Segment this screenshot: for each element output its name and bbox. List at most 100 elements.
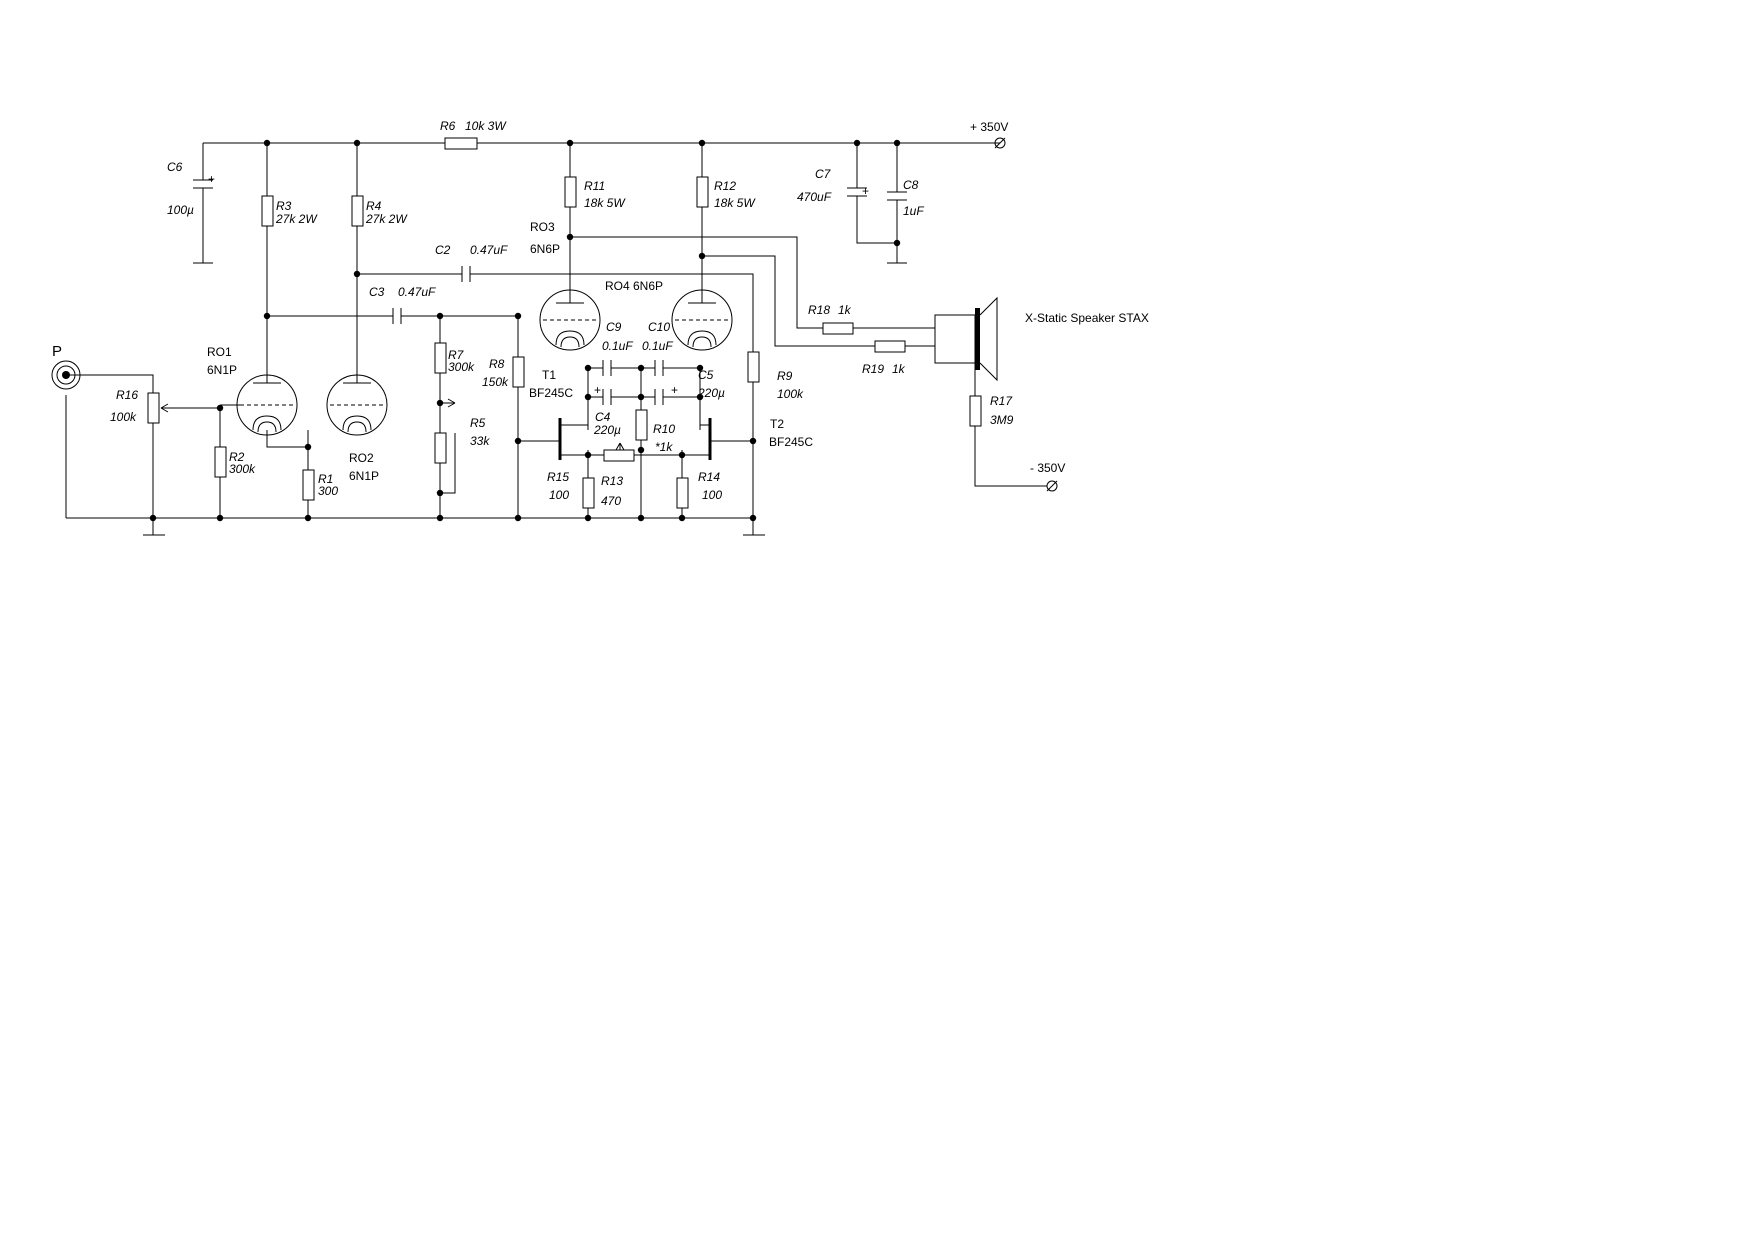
- resistor-r16: [147, 392, 160, 424]
- resistor-r13: [603, 449, 635, 462]
- label-c7: C7: [815, 167, 832, 181]
- transistor-t2: [682, 418, 733, 460]
- label-r5: R5: [470, 416, 486, 430]
- label-p: P: [52, 343, 62, 360]
- label-t1: T1: [542, 368, 556, 382]
- label-r16: R16: [116, 388, 138, 402]
- label-r1-value: 300: [318, 484, 338, 498]
- resistor-r19: [874, 340, 906, 353]
- label-r6-value: 10k 3W: [465, 119, 507, 133]
- resistor-r2: [214, 446, 227, 478]
- label-c6-value: 100µ: [167, 203, 194, 217]
- label-c4-plus: +: [594, 383, 601, 397]
- resistor-r7: [434, 342, 447, 374]
- resistor-r8: [512, 356, 525, 388]
- resistor-r9: [747, 351, 760, 383]
- label-c8-value: 1uF: [903, 204, 924, 218]
- label-r14-value: 100: [702, 488, 722, 502]
- label-t2-type: BF245C: [769, 435, 813, 449]
- label-c4: C4: [595, 410, 611, 424]
- label-r17: R17: [990, 394, 1013, 408]
- label-ro2-type: 6N1P: [349, 469, 379, 483]
- label-r2: R2: [229, 450, 245, 464]
- label-minus-350v: - 350V: [1030, 461, 1065, 475]
- label-c10: C10: [648, 320, 670, 334]
- label-c10-value: 0.1uF: [642, 339, 673, 353]
- resistor-r14: [676, 477, 689, 509]
- label-r13: R13: [601, 474, 623, 488]
- label-c8: C8: [903, 178, 919, 192]
- label-c6-plus: +: [208, 172, 215, 186]
- resistor-r6: [444, 137, 478, 150]
- resistor-r18: [822, 322, 854, 335]
- label-c5-value: 220µ: [697, 386, 725, 400]
- label-r5-value: 33k: [470, 434, 490, 448]
- label-r19: R19: [862, 362, 884, 376]
- resistor-r11: [564, 176, 577, 208]
- label-ro3-type: 6N6P: [530, 242, 560, 256]
- resistor-r4: [351, 195, 364, 227]
- label-r7: R7: [448, 348, 465, 362]
- label-r14: R14: [698, 470, 720, 484]
- resistor-r1: [302, 469, 315, 501]
- label-speaker: X-Static Speaker STAX: [1025, 311, 1149, 325]
- label-r12-value: 18k 5W: [714, 196, 756, 210]
- label-c5: C5: [698, 368, 714, 382]
- electrostatic-speaker: [934, 296, 998, 382]
- label-c4-value: 220µ: [593, 423, 621, 437]
- label-c3-value: 0.47uF: [398, 285, 436, 299]
- terminals: [994, 137, 1058, 492]
- label-ro2: RO2: [349, 451, 374, 465]
- resistor-r15: [582, 477, 595, 509]
- label-c5-plus: +: [671, 383, 678, 397]
- resistor-r17: [969, 395, 982, 427]
- label-r7-value: 300k: [448, 360, 475, 374]
- resistor-r5: [434, 432, 447, 464]
- label-t1-type: BF245C: [529, 386, 573, 400]
- resistor-r12: [696, 176, 709, 208]
- label-c7-plus: +: [862, 184, 869, 198]
- label-ro3: RO3: [530, 220, 555, 234]
- label-r8: R8: [489, 357, 505, 371]
- label-r4: R4: [366, 199, 382, 213]
- label-r18-value: 1k: [838, 303, 852, 317]
- label-ro4: RO4 6N6P: [605, 279, 663, 293]
- label-c9-value: 0.1uF: [602, 339, 633, 353]
- label-ro1: RO1: [207, 345, 232, 359]
- label-c2-value: 0.47uF: [470, 243, 508, 257]
- label-r10: R10: [653, 422, 675, 436]
- label-c9: C9: [606, 320, 622, 334]
- label-r18: R18: [808, 303, 830, 317]
- label-r4-value: 27k 2W: [365, 212, 408, 226]
- component-labels: C6 100µ R3 27k 2W R4 27k 2W R6 10k 3W R1…: [52, 119, 1149, 508]
- tube-ro2: [326, 374, 388, 436]
- label-r6: R6: [440, 119, 456, 133]
- label-r15: R15: [547, 470, 569, 484]
- label-r9: R9: [777, 369, 793, 383]
- capacitors: [193, 179, 907, 405]
- label-r11-value: 18k 5W: [584, 196, 626, 210]
- label-plus-350v: + 350V: [970, 120, 1008, 134]
- resistors: [147, 137, 982, 509]
- label-r8-value: 150k: [482, 375, 509, 389]
- label-r10-value: *1k: [655, 440, 673, 454]
- label-r1: R1: [318, 472, 333, 486]
- label-c3: C3: [369, 285, 385, 299]
- label-c2: C2: [435, 243, 451, 257]
- label-t2: T2: [770, 417, 784, 431]
- tube-ro1: [236, 374, 298, 436]
- label-r9-value: 100k: [777, 387, 804, 401]
- tube-ro4: [671, 289, 733, 351]
- label-r13-value: 470: [601, 494, 621, 508]
- label-c7-value: 470uF: [797, 190, 832, 204]
- vacuum-tubes: [236, 289, 733, 436]
- label-r16-value: 100k: [110, 410, 137, 424]
- resistor-r10: [635, 409, 648, 441]
- resistor-r3: [261, 195, 274, 227]
- tube-ro3: [539, 289, 601, 351]
- junction-dots: [149, 139, 901, 522]
- label-r12: R12: [714, 179, 736, 193]
- label-r11: R11: [584, 179, 605, 193]
- label-ro1-type: 6N1P: [207, 363, 237, 377]
